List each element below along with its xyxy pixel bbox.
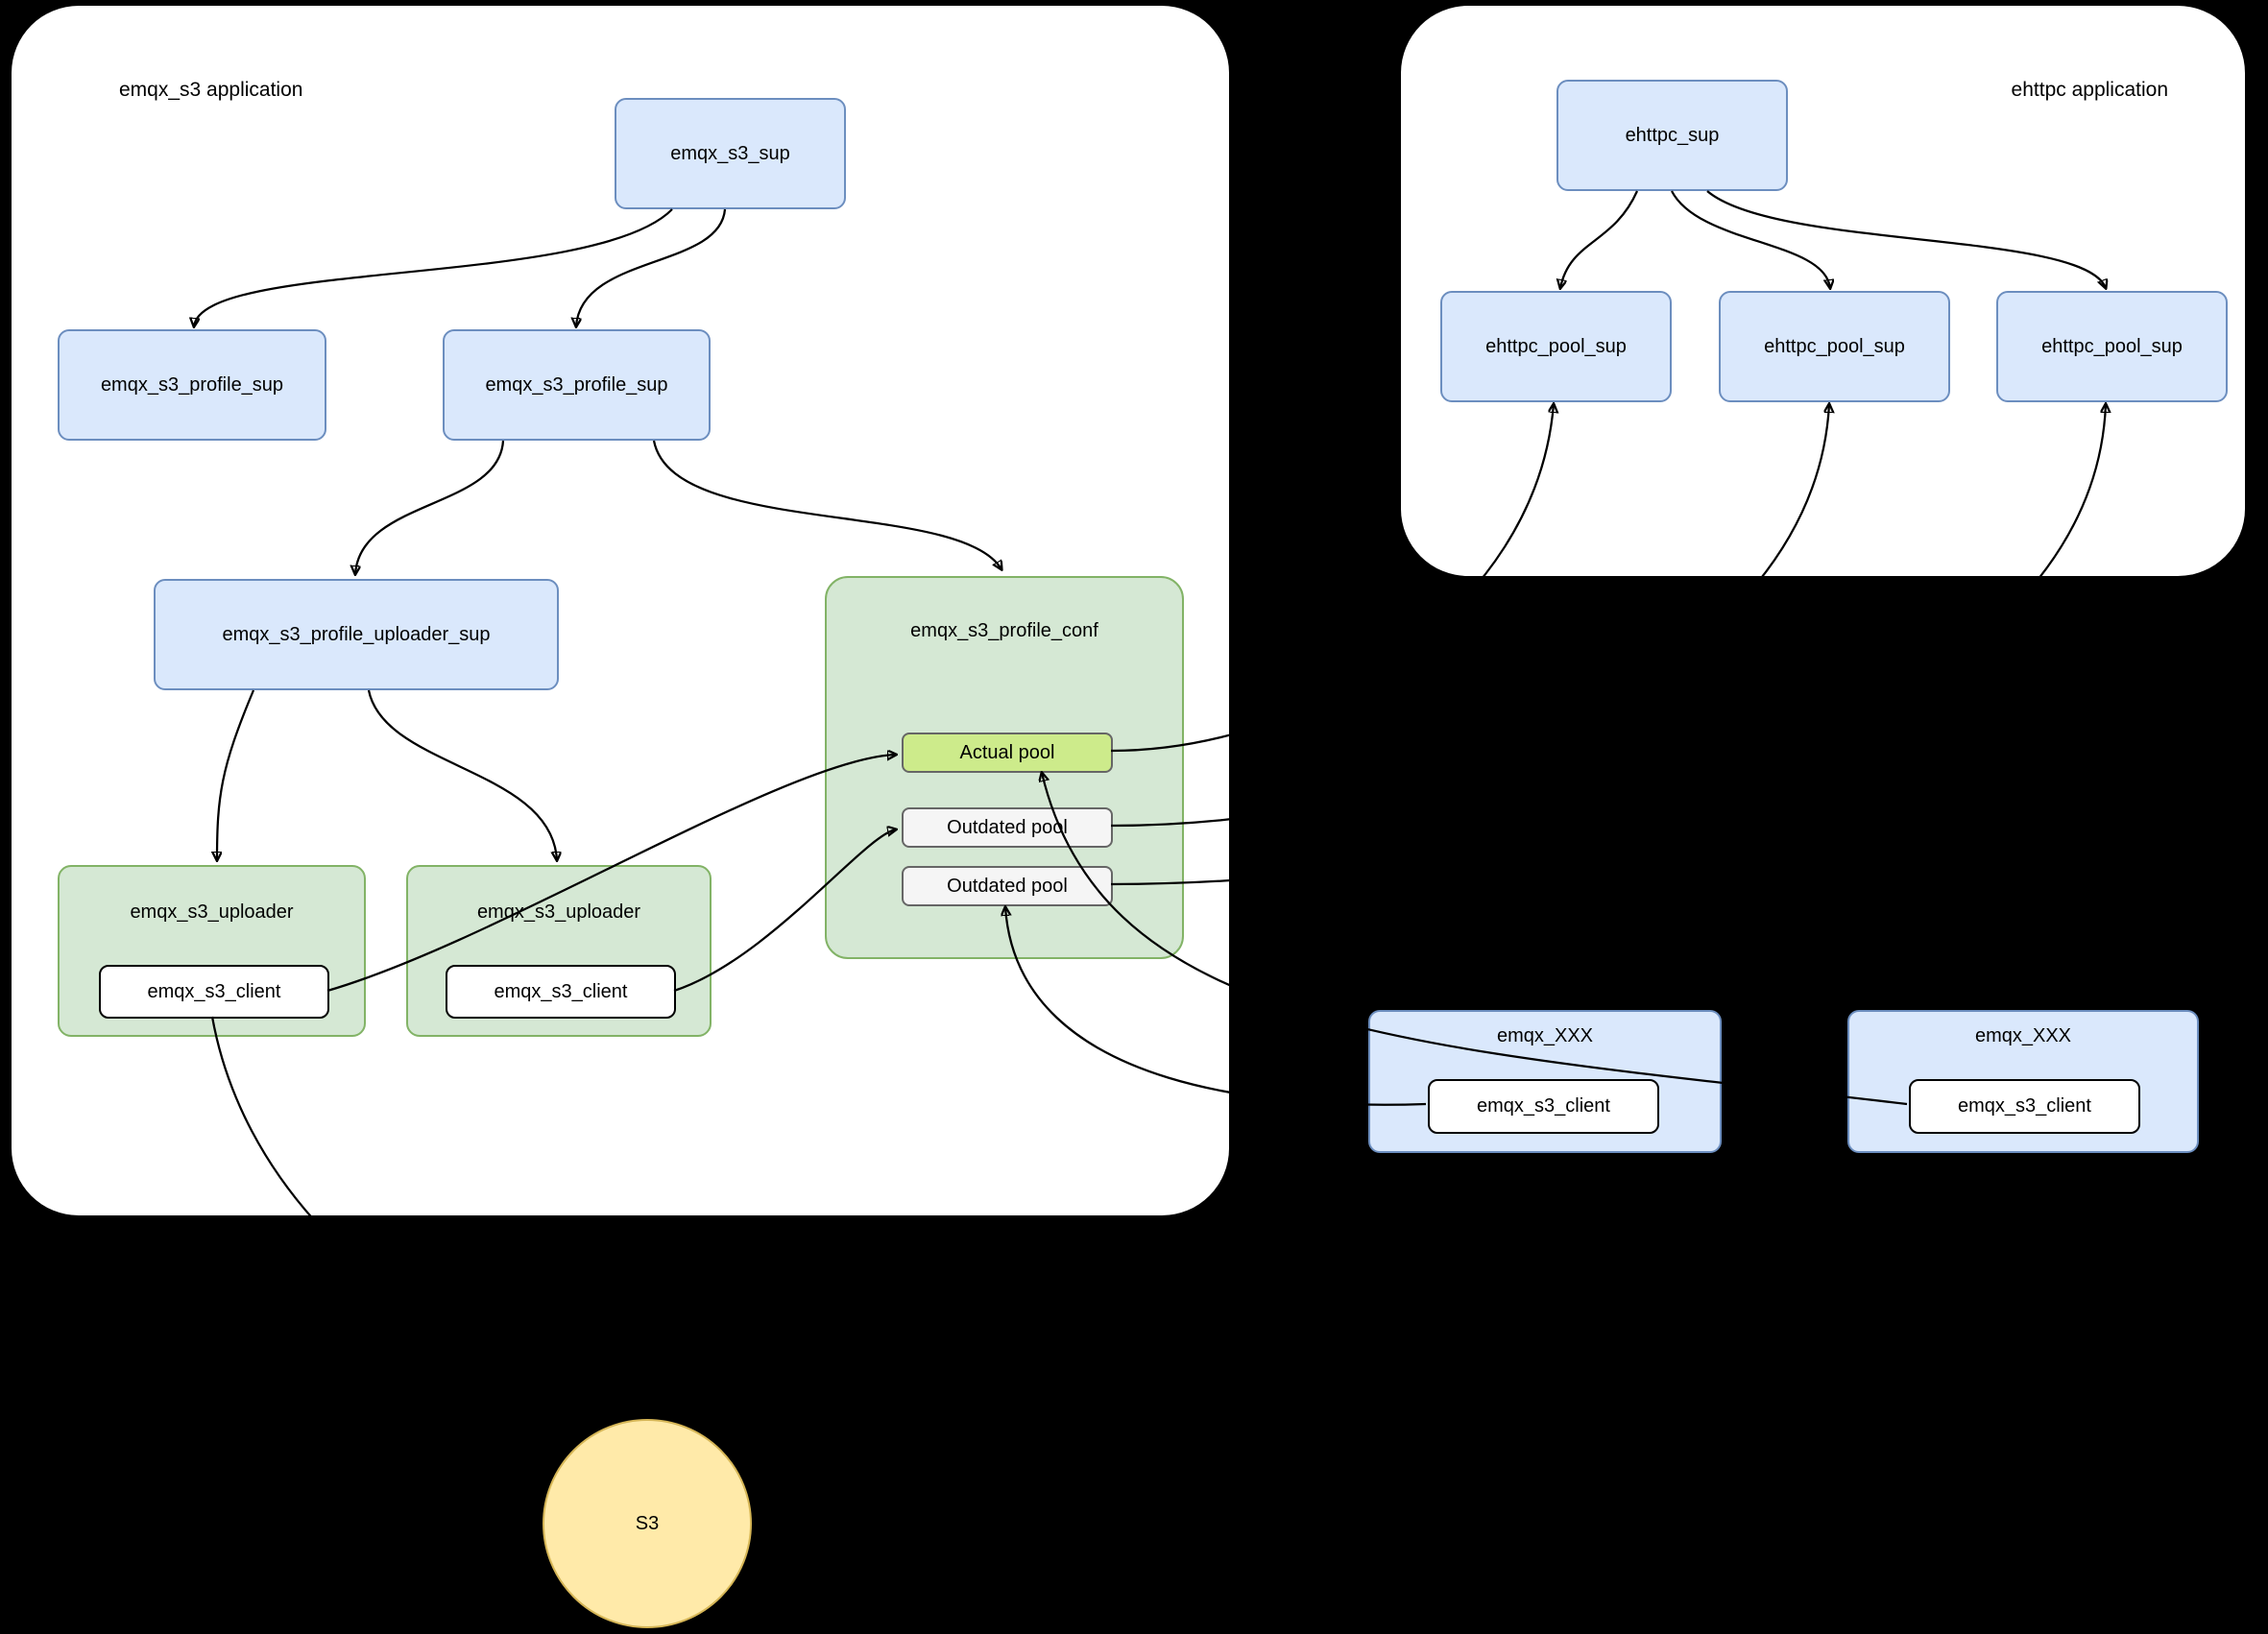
node-label: Actual pool	[959, 741, 1055, 763]
node-label: S3	[635, 1512, 660, 1534]
node-emqx-s3-sup: emqx_s3_sup	[615, 98, 846, 209]
node-emqx-s3-client-right: emqx_s3_client	[446, 965, 676, 1019]
node-label: emqx_s3_profile_sup	[100, 373, 284, 396]
node-s3-circle: S3	[543, 1419, 752, 1628]
node-ehttpc-pool-sup-2: ehttpc_pool_sup	[1719, 291, 1950, 402]
node-label: emqx_s3_uploader	[130, 901, 294, 923]
node-emqx-s3-client-xxx-left: emqx_s3_client	[1428, 1079, 1659, 1134]
node-ehttpc-pool-sup-3: ehttpc_pool_sup	[1996, 291, 2228, 402]
node-outdated-pool-1: Outdated pool	[902, 807, 1113, 848]
node-emqx-s3-uploader-right: emqx_s3_uploader emqx_s3_client	[406, 865, 712, 1037]
node-ehttpc-sup: ehttpc_sup	[1556, 80, 1788, 191]
node-label: emqx_s3_uploader	[476, 901, 641, 923]
node-label: emqx_s3_client	[1477, 1095, 1610, 1117]
node-emqx-s3-profile-conf: emqx_s3_profile_conf Actual pool Outdate…	[825, 576, 1184, 959]
emqx-s3-application-title: emqx_s3 application	[119, 79, 303, 101]
node-label: emqx_XXX	[1496, 1025, 1594, 1046]
node-label: emqx_s3_profile_conf	[910, 620, 1098, 641]
node-emqx-xxx-right: emqx_XXX emqx_s3_client	[1847, 1010, 2199, 1153]
node-label: emqx_s3_profile_uploader_sup	[222, 623, 491, 645]
node-emqx-s3-uploader-left: emqx_s3_uploader emqx_s3_client	[58, 865, 366, 1037]
ehttpc-application-title: ehttpc application	[2011, 79, 2168, 101]
node-emqx-s3-profile-uploader-sup: emqx_s3_profile_uploader_sup	[154, 579, 559, 690]
node-label: emqx_XXX	[1974, 1025, 2072, 1046]
node-label: ehttpc_pool_sup	[1764, 335, 1905, 357]
node-label: ehttpc_pool_sup	[2041, 335, 2183, 357]
node-label: emqx_s3_client	[494, 980, 628, 1002]
node-emqx-s3-profile-sup-left: emqx_s3_profile_sup	[58, 329, 326, 441]
node-emqx-s3-client-left: emqx_s3_client	[99, 965, 329, 1019]
node-outdated-pool-2: Outdated pool	[902, 866, 1113, 906]
node-label: emqx_s3_sup	[670, 142, 790, 164]
node-emqx-s3-client-xxx-right: emqx_s3_client	[1909, 1079, 2140, 1134]
node-emqx-xxx-left: emqx_XXX emqx_s3_client	[1368, 1010, 1722, 1153]
node-label: emqx_s3_client	[147, 980, 281, 1002]
node-label: emqx_s3_client	[1958, 1095, 2091, 1117]
node-label: emqx_s3_profile_sup	[485, 373, 668, 396]
node-ehttpc-pool-sup-1: ehttpc_pool_sup	[1440, 291, 1672, 402]
node-label: Outdated pool	[947, 875, 1068, 897]
node-label: Outdated pool	[947, 816, 1068, 838]
node-emqx-s3-profile-sup-center: emqx_s3_profile_sup	[443, 329, 711, 441]
node-label: ehttpc_sup	[1625, 124, 1720, 146]
node-actual-pool: Actual pool	[902, 733, 1113, 773]
node-label: ehttpc_pool_sup	[1485, 335, 1627, 357]
